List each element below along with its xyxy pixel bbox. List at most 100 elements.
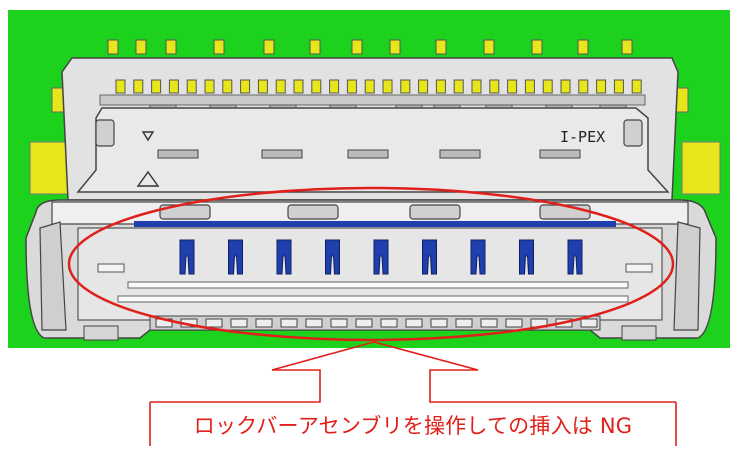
- contact-pad: [240, 79, 251, 94]
- brand-marking: I-PEX: [560, 128, 605, 146]
- contact-pad: [275, 79, 286, 94]
- slot-side-mark-left: [97, 263, 125, 273]
- blue-contact: [179, 239, 195, 275]
- contact-pad: [489, 79, 500, 94]
- caption: ロックバーアセンブリを操作しての挿入は NG: [193, 414, 633, 438]
- rail-window: [287, 204, 339, 220]
- cover-finger: [439, 149, 481, 159]
- bottom-contact: [230, 318, 248, 328]
- cover-finger: [261, 149, 303, 159]
- contact-pad: [560, 79, 571, 94]
- top-terminal: [213, 39, 225, 55]
- insertion-slot: [77, 227, 663, 321]
- contact-pad: [435, 79, 446, 94]
- bottom-contact: [580, 318, 598, 328]
- contact-pad-band: [99, 94, 646, 106]
- highlight-ellipse: [67, 186, 675, 342]
- slot-side-mark-right: [625, 263, 653, 273]
- top-terminal: [389, 39, 401, 55]
- side-pad-left: [29, 141, 69, 195]
- bottom-contact: [380, 318, 398, 328]
- contact-pad: [151, 79, 162, 94]
- cover-finger: [157, 149, 199, 159]
- triangle-mark-up: [136, 170, 160, 187]
- contact-pad: [329, 79, 340, 94]
- top-terminal: [351, 39, 363, 55]
- bottom-contact: [330, 318, 348, 328]
- bottom-contact: [205, 318, 223, 328]
- blue-contact: [228, 239, 243, 275]
- contact-pad: [542, 79, 553, 94]
- bottom-contact: [505, 318, 523, 328]
- top-terminal-row: [107, 39, 633, 55]
- slot-guide-line-2: [117, 295, 629, 303]
- contact-pad: [578, 79, 589, 94]
- blue-contact: [422, 239, 437, 275]
- top-terminal: [483, 39, 495, 55]
- blue-contact: [276, 239, 292, 275]
- latch-window-left: [95, 119, 115, 147]
- contact-pad: [596, 79, 607, 94]
- top-terminal: [531, 39, 543, 55]
- bottom-contact: [430, 318, 448, 328]
- bottom-contact: [355, 318, 373, 328]
- contact-pad: [507, 79, 518, 94]
- side-pad-right: [681, 141, 721, 195]
- contact-pad: [364, 79, 375, 94]
- top-terminal: [435, 39, 447, 55]
- latch-window-right: [623, 119, 643, 147]
- contact-pad: [418, 79, 429, 94]
- bottom-contact: [255, 318, 273, 328]
- blue-contact: [325, 239, 340, 275]
- slot-guide-line-1: [127, 281, 629, 289]
- contact-pad: [382, 79, 393, 94]
- lock-bar-blue-rail: [134, 221, 616, 227]
- contact-pad: [311, 79, 322, 94]
- blue-contact: [519, 239, 534, 275]
- contact-pad: [186, 79, 197, 94]
- contact-pad: [168, 79, 179, 94]
- blue-contact: [567, 239, 583, 275]
- bottom-contact: [305, 318, 323, 328]
- contact-pad: [524, 79, 535, 94]
- bottom-contact: [455, 318, 473, 328]
- top-terminal: [621, 39, 633, 55]
- contact-pad: [204, 79, 215, 94]
- blue-contact: [373, 239, 389, 275]
- foot-left: [83, 325, 119, 341]
- contact-pad: [631, 79, 642, 94]
- top-terminal: [309, 39, 321, 55]
- side-clip-left: [39, 221, 67, 331]
- rail-window: [539, 204, 591, 220]
- contact-pad: [257, 79, 268, 94]
- bottom-contact: [480, 318, 498, 328]
- contact-pad: [613, 79, 624, 94]
- foot-right: [621, 325, 657, 341]
- top-terminal: [107, 39, 119, 55]
- top-terminal: [135, 39, 147, 55]
- cover-finger-row: [157, 149, 581, 159]
- top-terminal: [165, 39, 177, 55]
- contact-pad-row: [115, 79, 642, 94]
- top-terminal: [263, 39, 275, 55]
- callout-arrow: [149, 341, 677, 446]
- bottom-contact-row: [155, 318, 598, 328]
- contact-pad: [346, 79, 357, 94]
- contact-pad: [133, 79, 144, 94]
- triangle-mark-down: [141, 131, 155, 142]
- cover-finger: [347, 149, 389, 159]
- contact-pad: [115, 79, 126, 94]
- contact-pad: [471, 79, 482, 94]
- contact-pad: [453, 79, 464, 94]
- contact-pad: [222, 79, 233, 94]
- rail-window: [409, 204, 461, 220]
- blue-contact: [470, 239, 486, 275]
- cover-finger: [539, 149, 581, 159]
- top-terminal: [577, 39, 589, 55]
- side-clip-right: [673, 221, 701, 331]
- contact-pad: [400, 79, 411, 94]
- bottom-contact: [280, 318, 298, 328]
- contact-pad: [293, 79, 304, 94]
- blue-contact-row: [179, 239, 583, 275]
